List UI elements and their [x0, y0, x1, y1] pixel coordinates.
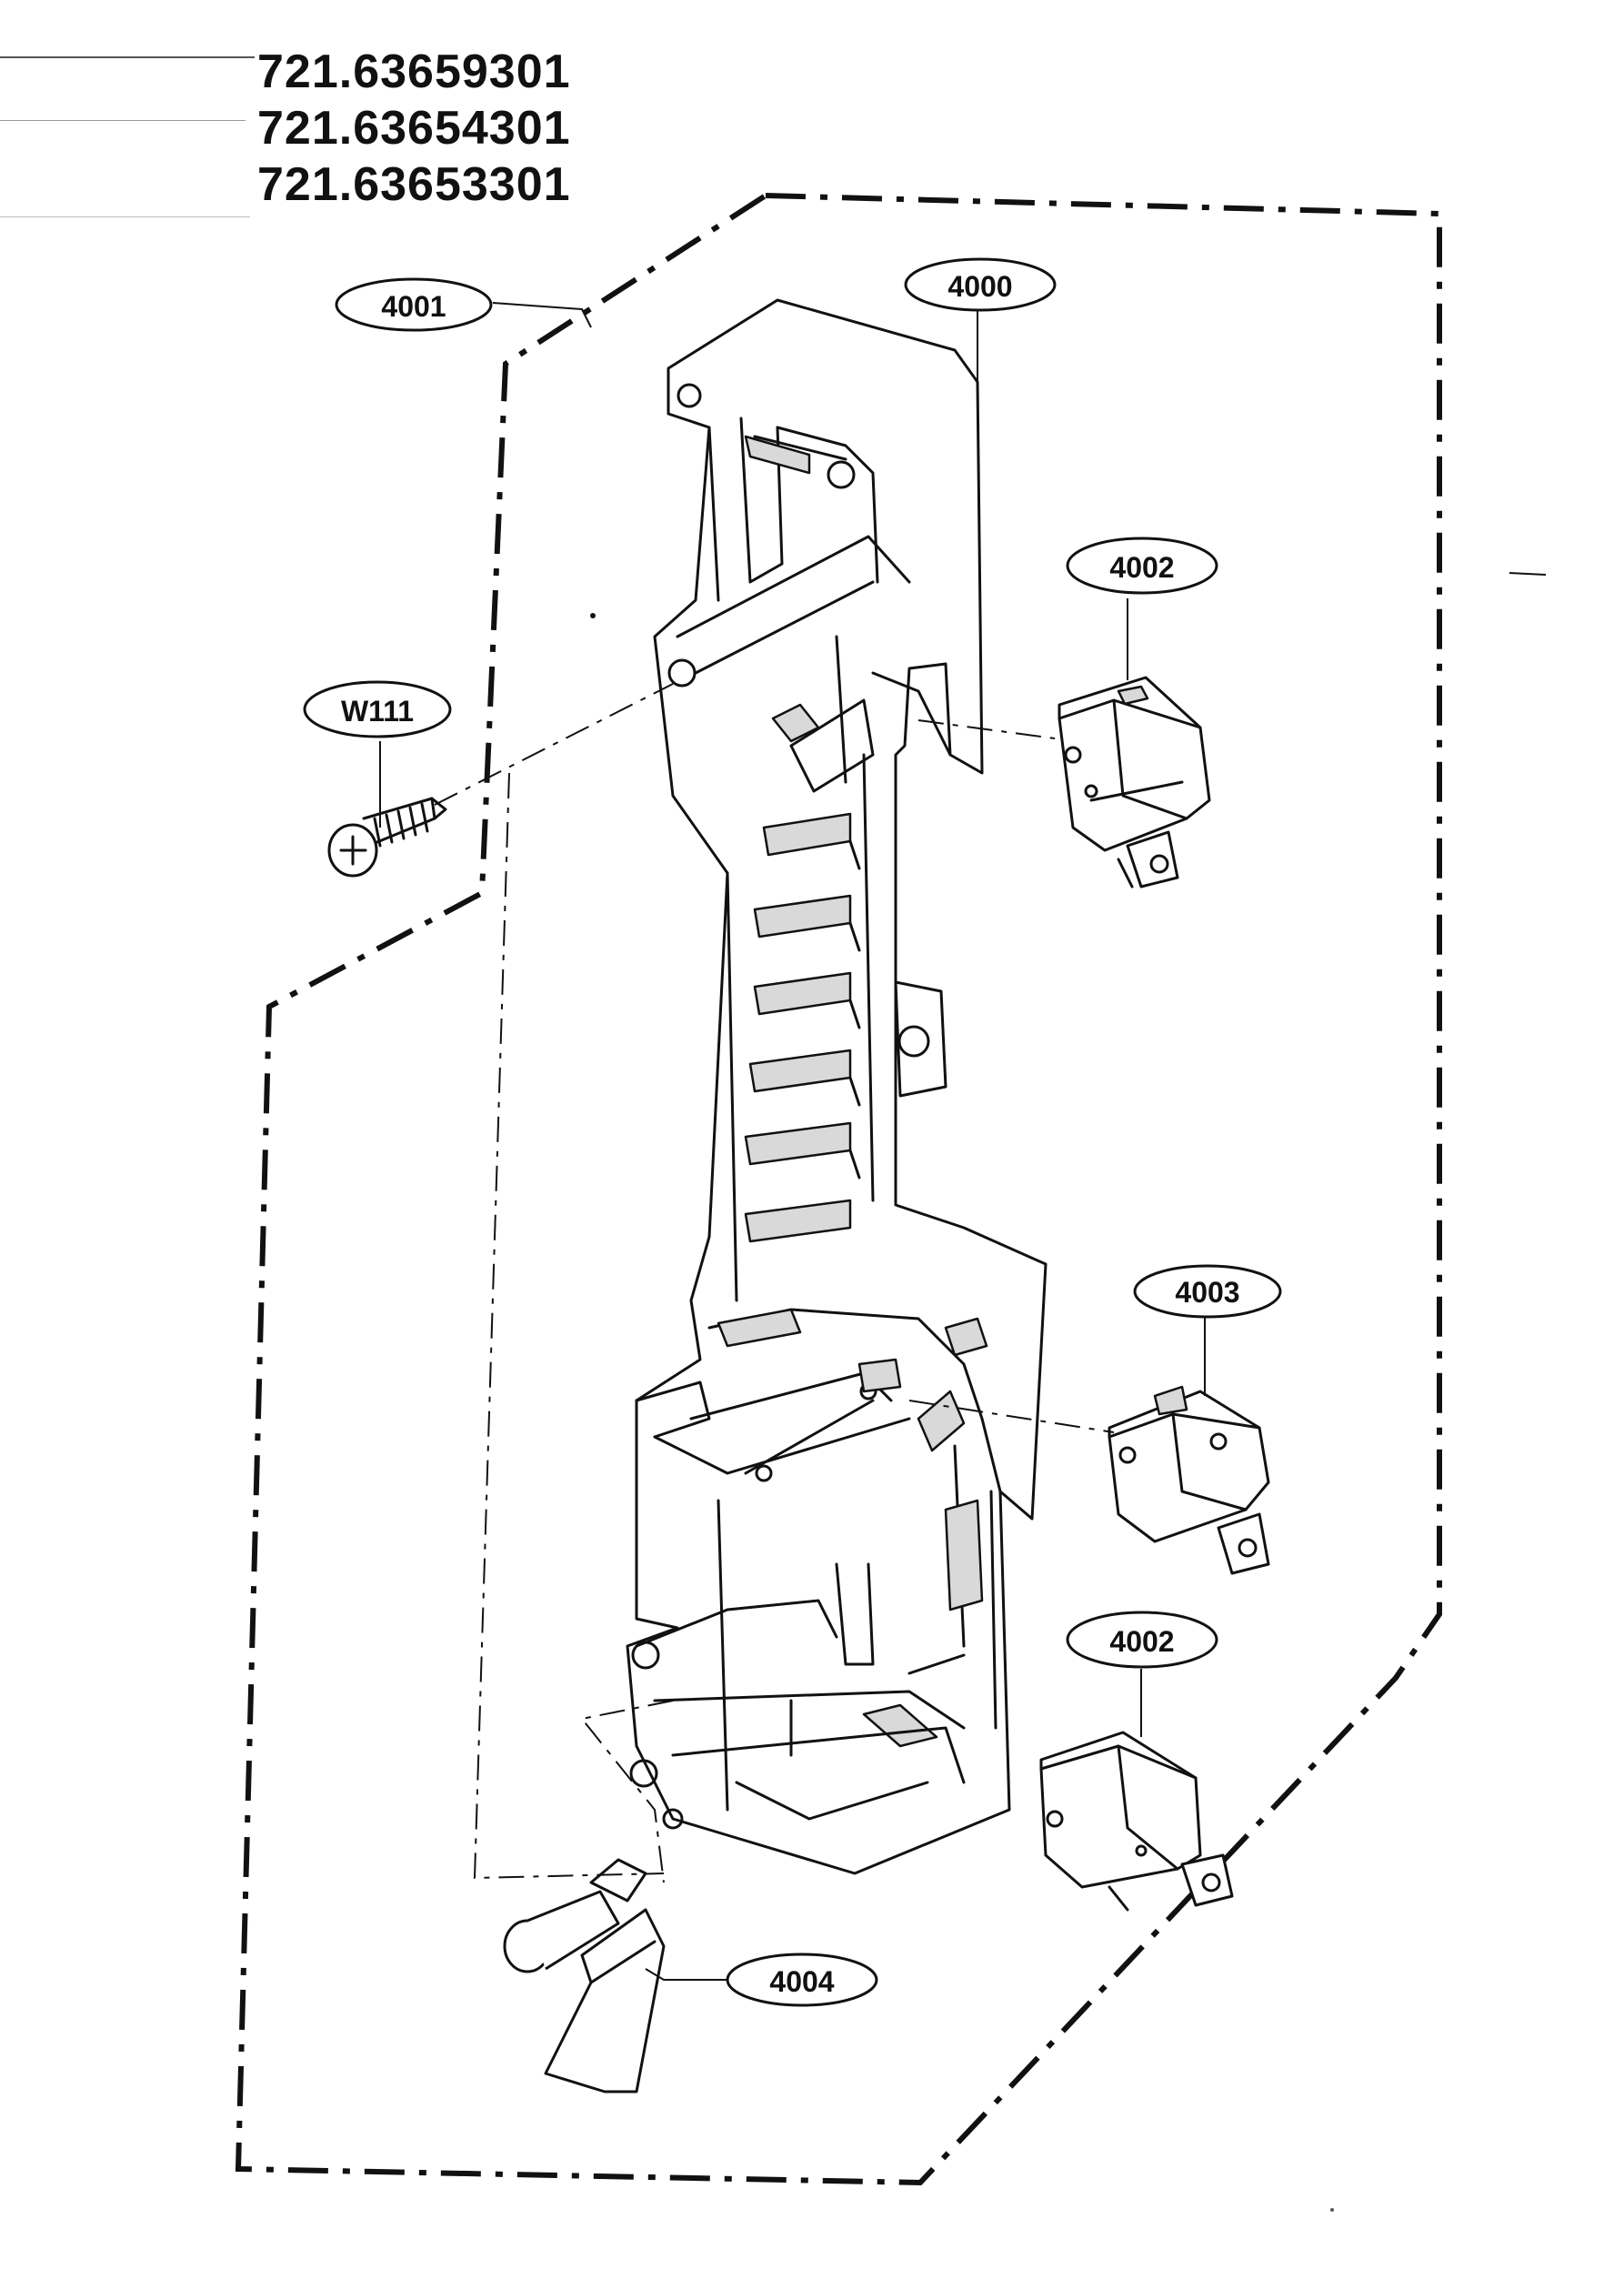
header-rule-1: [0, 56, 255, 58]
micro-switch-middle: [1108, 1385, 1270, 1575]
model-number-list: 721.63659301 721.63654301 721.63653301: [257, 44, 571, 213]
callout-label: 4002: [1109, 551, 1174, 584]
callout-label: 4002: [1109, 1625, 1174, 1658]
callout-label: 4004: [769, 1965, 834, 1998]
header-rule-2: [0, 120, 246, 121]
scan-dot: [1330, 2208, 1334, 2212]
frame-left-alignment-line: [473, 772, 665, 1880]
callout-4002-lower: 4002: [1066, 1611, 1218, 1669]
assembly-boundary: [235, 192, 1442, 2186]
leader-4004: [645, 1968, 727, 1981]
door-lever: [503, 1858, 666, 2093]
leader-4001: [492, 302, 592, 328]
callout-w111: W111: [303, 680, 452, 738]
header-rule-3: [0, 216, 250, 217]
callout-4001: 4001: [335, 277, 493, 332]
micro-switch-upper: [1058, 676, 1211, 889]
switch-middle-alignment-line: [908, 1400, 1115, 1433]
screw-alignment-line: [434, 683, 674, 806]
callout-4000: 4000: [904, 257, 1057, 312]
model-number: 721.63659301: [257, 45, 571, 98]
micro-switch-lower: [1039, 1731, 1234, 1912]
door-switch-frame: [626, 298, 1048, 1875]
callout-4002-upper: 4002: [1066, 537, 1218, 595]
model-number: 721.63654301: [257, 102, 571, 155]
switch-upper-alignment-line: [917, 719, 1056, 739]
scan-dot: [590, 613, 596, 618]
callout-label: 4003: [1175, 1276, 1239, 1309]
scan-mark: [1509, 572, 1547, 576]
model-number: 721.63653301: [257, 158, 571, 211]
callout-label: 4001: [381, 290, 446, 323]
callout-4004: 4004: [726, 1953, 878, 2007]
lever-alignment-line: [580, 1700, 674, 1883]
mounting-screw: [327, 797, 447, 878]
callout-4003: 4003: [1133, 1264, 1282, 1319]
callout-label: W111: [341, 695, 414, 728]
callout-label: 4000: [947, 270, 1012, 303]
